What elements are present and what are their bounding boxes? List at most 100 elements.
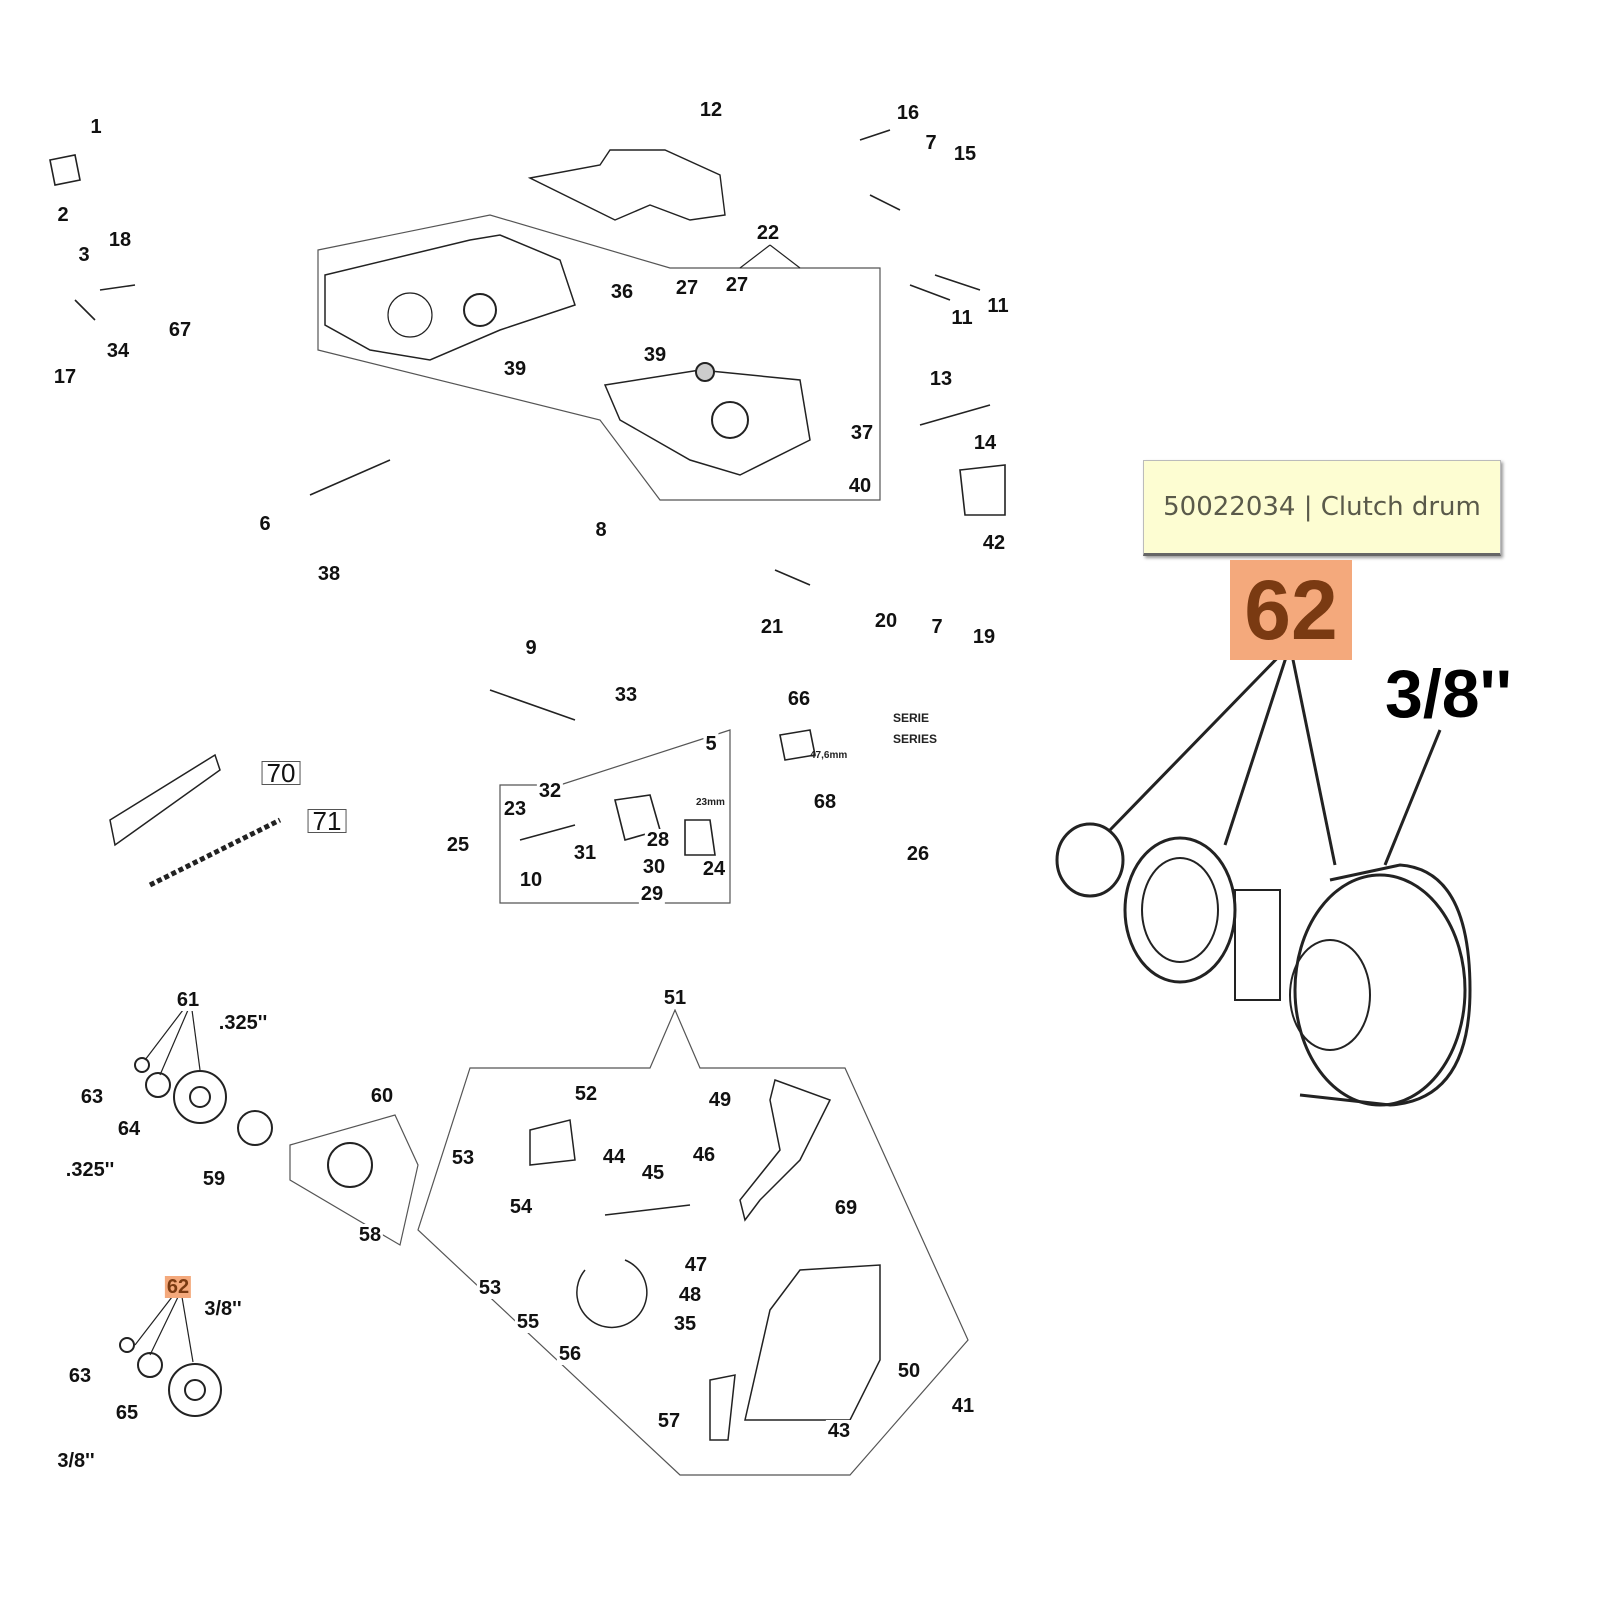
callout-26[interactable]: 26 [904, 843, 932, 865]
leader-lines [1108, 643, 1442, 866]
callout-36[interactable]: 36 [608, 281, 636, 303]
enlarged-callout-62[interactable]: 62 [1230, 560, 1352, 660]
callout-41[interactable]: 41 [949, 1395, 977, 1417]
callout-69[interactable]: 69 [832, 1197, 860, 1219]
enlarged-pitch-label: 3/8'' [1385, 656, 1512, 732]
group-outline-60 [289, 1114, 419, 1246]
callout-52[interactable]: 52 [572, 1083, 600, 1105]
callout-44[interactable]: 44 [600, 1146, 628, 1168]
callout-39[interactable]: 39 [641, 344, 669, 366]
callout-55[interactable]: 55 [514, 1311, 542, 1333]
callout-33[interactable]: 33 [612, 684, 640, 706]
callout-1[interactable]: 1 [88, 116, 104, 138]
callout-37[interactable]: 37 [848, 422, 876, 444]
callout-60[interactable]: 60 [368, 1085, 396, 1107]
callout-53[interactable]: 53 [449, 1147, 477, 1169]
crankcase-half-part [603, 369, 811, 476]
callout-28[interactable]: 28 [644, 829, 672, 851]
callout-21[interactable]: 21 [758, 616, 786, 638]
serie-note: SERIE [893, 711, 930, 725]
callout-18[interactable]: 18 [106, 229, 134, 251]
callout-23[interactable]: 23 [501, 798, 529, 820]
callout-17[interactable]: 17 [51, 366, 79, 388]
callout-12[interactable]: 12 [697, 99, 725, 121]
callout-50[interactable]: 50 [895, 1360, 923, 1382]
callout-34[interactable]: 34 [104, 340, 132, 362]
callout-63[interactable]: 63 [78, 1086, 106, 1108]
callout-19[interactable]: 19 [970, 626, 998, 648]
callout-57[interactable]: 57 [655, 1410, 683, 1432]
callout-2[interactable]: 2 [55, 204, 71, 226]
callout-11[interactable]: 11 [949, 307, 975, 329]
dimension-note: 23mm [696, 797, 725, 808]
callout-7[interactable]: 7 [929, 616, 945, 638]
callout-6[interactable]: 6 [257, 513, 273, 535]
callout-24[interactable]: 24 [700, 858, 728, 880]
callout-10[interactable]: 10 [517, 869, 545, 891]
callout-31[interactable]: 31 [571, 842, 599, 864]
crankcase-part [324, 234, 576, 361]
chain-brake-handle-part [739, 1079, 832, 1222]
callout-29[interactable]: 29 [638, 883, 666, 905]
callout-15[interactable]: 15 [951, 143, 979, 165]
tooltip-text: 50022034 | Clutch drum [1163, 492, 1481, 522]
callout-59[interactable]: 59 [200, 1168, 228, 1190]
callout-56[interactable]: 56 [556, 1343, 584, 1365]
callout-22[interactable]: 22 [754, 222, 782, 244]
callout-46[interactable]: 46 [690, 1144, 718, 1166]
callout-8[interactable]: 8 [593, 519, 609, 541]
callout-45[interactable]: 45 [639, 1162, 667, 1184]
callout-20[interactable]: 20 [872, 610, 900, 632]
callout-27[interactable]: 27 [673, 277, 701, 299]
callout-9[interactable]: 9 [523, 637, 539, 659]
callout-67[interactable]: 67 [166, 319, 194, 341]
callout-7[interactable]: 7 [923, 132, 939, 154]
callout-70[interactable]: 70 [261, 760, 301, 786]
callout-51[interactable]: 51 [661, 987, 689, 1009]
callout-39[interactable]: 39 [501, 358, 529, 380]
callout-66[interactable]: 66 [785, 688, 813, 710]
pitch-label: .325'' [63, 1159, 117, 1181]
callout-47[interactable]: 47 [682, 1254, 710, 1276]
callout-48[interactable]: 48 [676, 1284, 704, 1306]
callout-64[interactable]: 64 [115, 1118, 143, 1140]
callout-40[interactable]: 40 [846, 475, 874, 497]
callout-63[interactable]: 63 [66, 1365, 94, 1387]
callout-54[interactable]: 54 [507, 1196, 535, 1218]
group-outline-22 [317, 214, 881, 501]
callout-32[interactable]: 32 [536, 780, 564, 802]
clutch-drum-enlarged [1055, 822, 1472, 1107]
callout-42[interactable]: 42 [980, 532, 1008, 554]
pitch-label: .325'' [216, 1012, 270, 1034]
callout-58[interactable]: 58 [356, 1224, 384, 1246]
callout-35[interactable]: 35 [671, 1313, 699, 1335]
callout-68[interactable]: 68 [811, 791, 839, 813]
dimension-note: 47,6mm [810, 750, 848, 761]
callout-3[interactable]: 3 [76, 244, 92, 266]
callout-16[interactable]: 16 [894, 102, 922, 124]
callout-27[interactable]: 27 [723, 274, 751, 296]
callout-43[interactable]: 43 [825, 1420, 853, 1442]
guide-bar-part [109, 753, 221, 847]
callout-13[interactable]: 13 [927, 368, 955, 390]
pitch-label: 3/8'' [55, 1450, 97, 1472]
callout-14[interactable]: 14 [971, 432, 999, 454]
callout-25[interactable]: 25 [444, 834, 472, 856]
callout-30[interactable]: 30 [640, 856, 668, 878]
side-cover-part [744, 1264, 881, 1421]
gasket-part [527, 149, 726, 221]
pitch-label: 3/8'' [202, 1298, 244, 1320]
callout-53[interactable]: 53 [476, 1277, 504, 1299]
chain-part [148, 817, 282, 888]
callout-49[interactable]: 49 [706, 1089, 734, 1111]
callout-38[interactable]: 38 [315, 563, 343, 585]
part-tooltip: 50022034 | Clutch drum [1143, 460, 1501, 556]
callout-61[interactable]: 61 [174, 989, 202, 1011]
callout-5[interactable]: 5 [703, 733, 719, 755]
callout-62[interactable]: 62 [164, 1276, 192, 1298]
callout-71[interactable]: 71 [307, 808, 347, 834]
callout-65[interactable]: 65 [113, 1402, 141, 1424]
callout-11[interactable]: 11 [985, 295, 1011, 317]
